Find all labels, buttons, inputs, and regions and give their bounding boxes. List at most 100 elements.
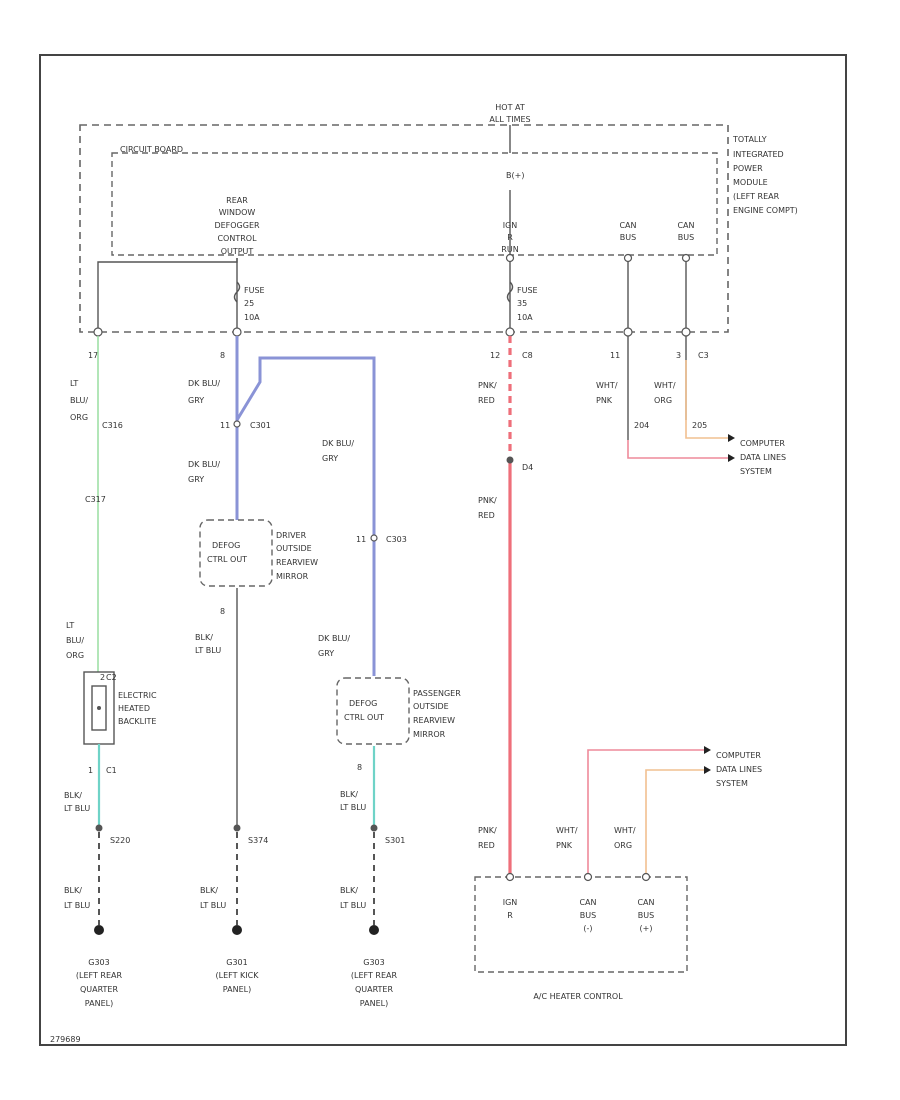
- svg-text:SYSTEM: SYSTEM: [716, 779, 748, 788]
- svg-text:BLK/: BLK/: [340, 790, 358, 799]
- svg-text:RED: RED: [478, 511, 495, 520]
- connector-c317: C317: [85, 495, 106, 504]
- svg-text:WHT/: WHT/: [654, 381, 676, 390]
- svg-text:ELECTRIC: ELECTRIC: [118, 691, 157, 700]
- wire-label-blk-lt-blu-3: BLK/ LT BLU: [340, 790, 366, 812]
- can-bus-pin-right: [681, 253, 691, 263]
- svg-text:BACKLITE: BACKLITE: [118, 717, 156, 726]
- svg-text:WHT/: WHT/: [556, 826, 578, 835]
- svg-text:REARVIEW: REARVIEW: [276, 558, 318, 567]
- wire-wht-org-top: [685, 360, 728, 439]
- svg-text:IGN: IGN: [503, 898, 518, 907]
- svg-text:GRY: GRY: [322, 454, 338, 463]
- fuse-25: FUSE 25 10A: [233, 281, 265, 322]
- svg-text:QUARTER: QUARTER: [355, 985, 394, 994]
- connector-c301: C301: [250, 421, 271, 430]
- connector-c316: C316: [102, 421, 123, 430]
- svg-text:CAN: CAN: [677, 221, 694, 230]
- backlite-c1-pin: 1: [88, 766, 93, 775]
- svg-text:CAN: CAN: [579, 898, 596, 907]
- svg-text:DK BLU/: DK BLU/: [188, 379, 220, 388]
- figure-code: 279689: [50, 1035, 81, 1044]
- svg-text:PASSENGER: PASSENGER: [413, 689, 461, 698]
- svg-text:PNK: PNK: [556, 841, 573, 850]
- svg-text:G303: G303: [363, 958, 384, 967]
- driver-outside-mirror: DEFOG CTRL OUT DRIVER OUTSIDE REARVIEW M…: [199, 519, 318, 587]
- passenger-mirror-pin-8: 8: [357, 763, 362, 772]
- svg-text:RED: RED: [478, 396, 495, 405]
- svg-text:10A: 10A: [244, 313, 260, 322]
- svg-text:BLK/: BLK/: [200, 886, 218, 895]
- svg-text:DRIVER: DRIVER: [276, 531, 307, 540]
- svg-text:SYSTEM: SYSTEM: [740, 467, 772, 476]
- hot-at-all-times-label: HOT AT ALL TIMES: [489, 103, 530, 124]
- svg-text:DATA LINES: DATA LINES: [716, 765, 762, 774]
- svg-text:LT: LT: [66, 621, 74, 630]
- svg-text:CONTROL: CONTROL: [217, 234, 257, 243]
- svg-text:FUSE: FUSE: [517, 286, 538, 295]
- ground-label-g303-right: G303 (LEFT REAR QUARTER PANEL): [351, 958, 398, 1008]
- tipm-module-label: TOTALLY INTEGRATED POWER MODULE (LEFT RE…: [732, 135, 798, 215]
- pin-12-label: 12: [490, 351, 500, 360]
- svg-text:BLU/: BLU/: [66, 636, 84, 645]
- svg-text:35: 35: [517, 299, 527, 308]
- svg-text:R: R: [507, 911, 513, 920]
- b-plus-label: B(+): [506, 171, 524, 180]
- splice-d4-label: D4: [522, 463, 533, 472]
- svg-text:DEFOGGER: DEFOGGER: [214, 221, 260, 230]
- arrow-cdl-1b: [728, 454, 735, 462]
- svg-text:(+): (+): [640, 924, 653, 933]
- svg-text:OUTPUT: OUTPUT: [221, 247, 254, 256]
- svg-text:FUSE: FUSE: [244, 286, 265, 295]
- wire-dk-blu-gry: [235, 336, 376, 676]
- electric-heated-backlite: ELECTRIC HEATED BACKLITE: [83, 671, 157, 745]
- splice-d4: [506, 456, 514, 464]
- svg-text:CAN: CAN: [619, 221, 636, 230]
- ac-heater-can-hi-pin: CAN BUS (+): [637, 898, 654, 933]
- svg-text:COMPUTER: COMPUTER: [740, 439, 785, 448]
- svg-text:BLK/: BLK/: [64, 886, 82, 895]
- wire-label-dk-blu-gry-1: DK BLU/ GRY: [188, 379, 220, 405]
- ground-g301: [232, 925, 242, 935]
- svg-text:ORG: ORG: [70, 413, 88, 422]
- tipm-pin-3: [681, 327, 691, 337]
- wire-wht-pnk-top: [627, 440, 728, 459]
- svg-text:PANEL): PANEL): [223, 985, 251, 994]
- svg-text:CAN: CAN: [637, 898, 654, 907]
- tipm-pin-11: [623, 327, 633, 337]
- svg-text:ALL TIMES: ALL TIMES: [489, 115, 530, 124]
- svg-text:LT BLU: LT BLU: [195, 646, 221, 655]
- wire-label-pnk-red-1: PNK/ RED: [478, 381, 497, 405]
- wire-label-wht-org-top: WHT/ ORG: [654, 381, 676, 405]
- pin-8-label: 8: [220, 351, 225, 360]
- can-bus-label-left: CAN BUS: [619, 221, 636, 242]
- svg-text:(LEFT KICK: (LEFT KICK: [216, 971, 260, 980]
- splice-s220-label: S220: [110, 836, 130, 845]
- ac-heater-can-lo-pin: CAN BUS (-): [579, 898, 596, 933]
- connector-c303: C303: [386, 535, 407, 544]
- splice-s374-label: S374: [248, 836, 268, 845]
- wire-label-blk-lt-blu-5: BLK/ LT BLU: [200, 886, 226, 910]
- backlite-c2-pin: 2: [100, 673, 105, 682]
- pin-c3-label: C3: [698, 351, 709, 360]
- svg-text:LT BLU: LT BLU: [200, 901, 226, 910]
- wire-label-dk-blu-gry-2: DK BLU/ GRY: [188, 460, 220, 484]
- svg-text:QUARTER: QUARTER: [80, 985, 119, 994]
- wire-label-pnk-red-3: PNK/ RED: [478, 826, 497, 850]
- connector-c301-pin: [233, 420, 241, 428]
- svg-text:GRY: GRY: [188, 475, 204, 484]
- wire-label-wht-org-bot: WHT/ ORG: [614, 826, 636, 850]
- wire-label-wht-pnk-top: WHT/ PNK: [596, 381, 618, 405]
- svg-text:GRY: GRY: [188, 396, 204, 405]
- svg-text:PNK/: PNK/: [478, 826, 497, 835]
- svg-text:OUTSIDE: OUTSIDE: [276, 544, 312, 553]
- diagram-frame: [39, 54, 847, 1046]
- svg-text:(LEFT REAR: (LEFT REAR: [351, 971, 398, 980]
- svg-text:WHT/: WHT/: [596, 381, 618, 390]
- svg-text:10A: 10A: [517, 313, 533, 322]
- svg-text:PNK/: PNK/: [478, 496, 497, 505]
- svg-text:CTRL OUT: CTRL OUT: [207, 555, 247, 564]
- driver-mirror-pin-8: 8: [220, 607, 225, 616]
- wire-label-blk-lt-blu-1: BLK/ LT BLU: [64, 791, 90, 813]
- svg-text:COMPUTER: COMPUTER: [716, 751, 761, 760]
